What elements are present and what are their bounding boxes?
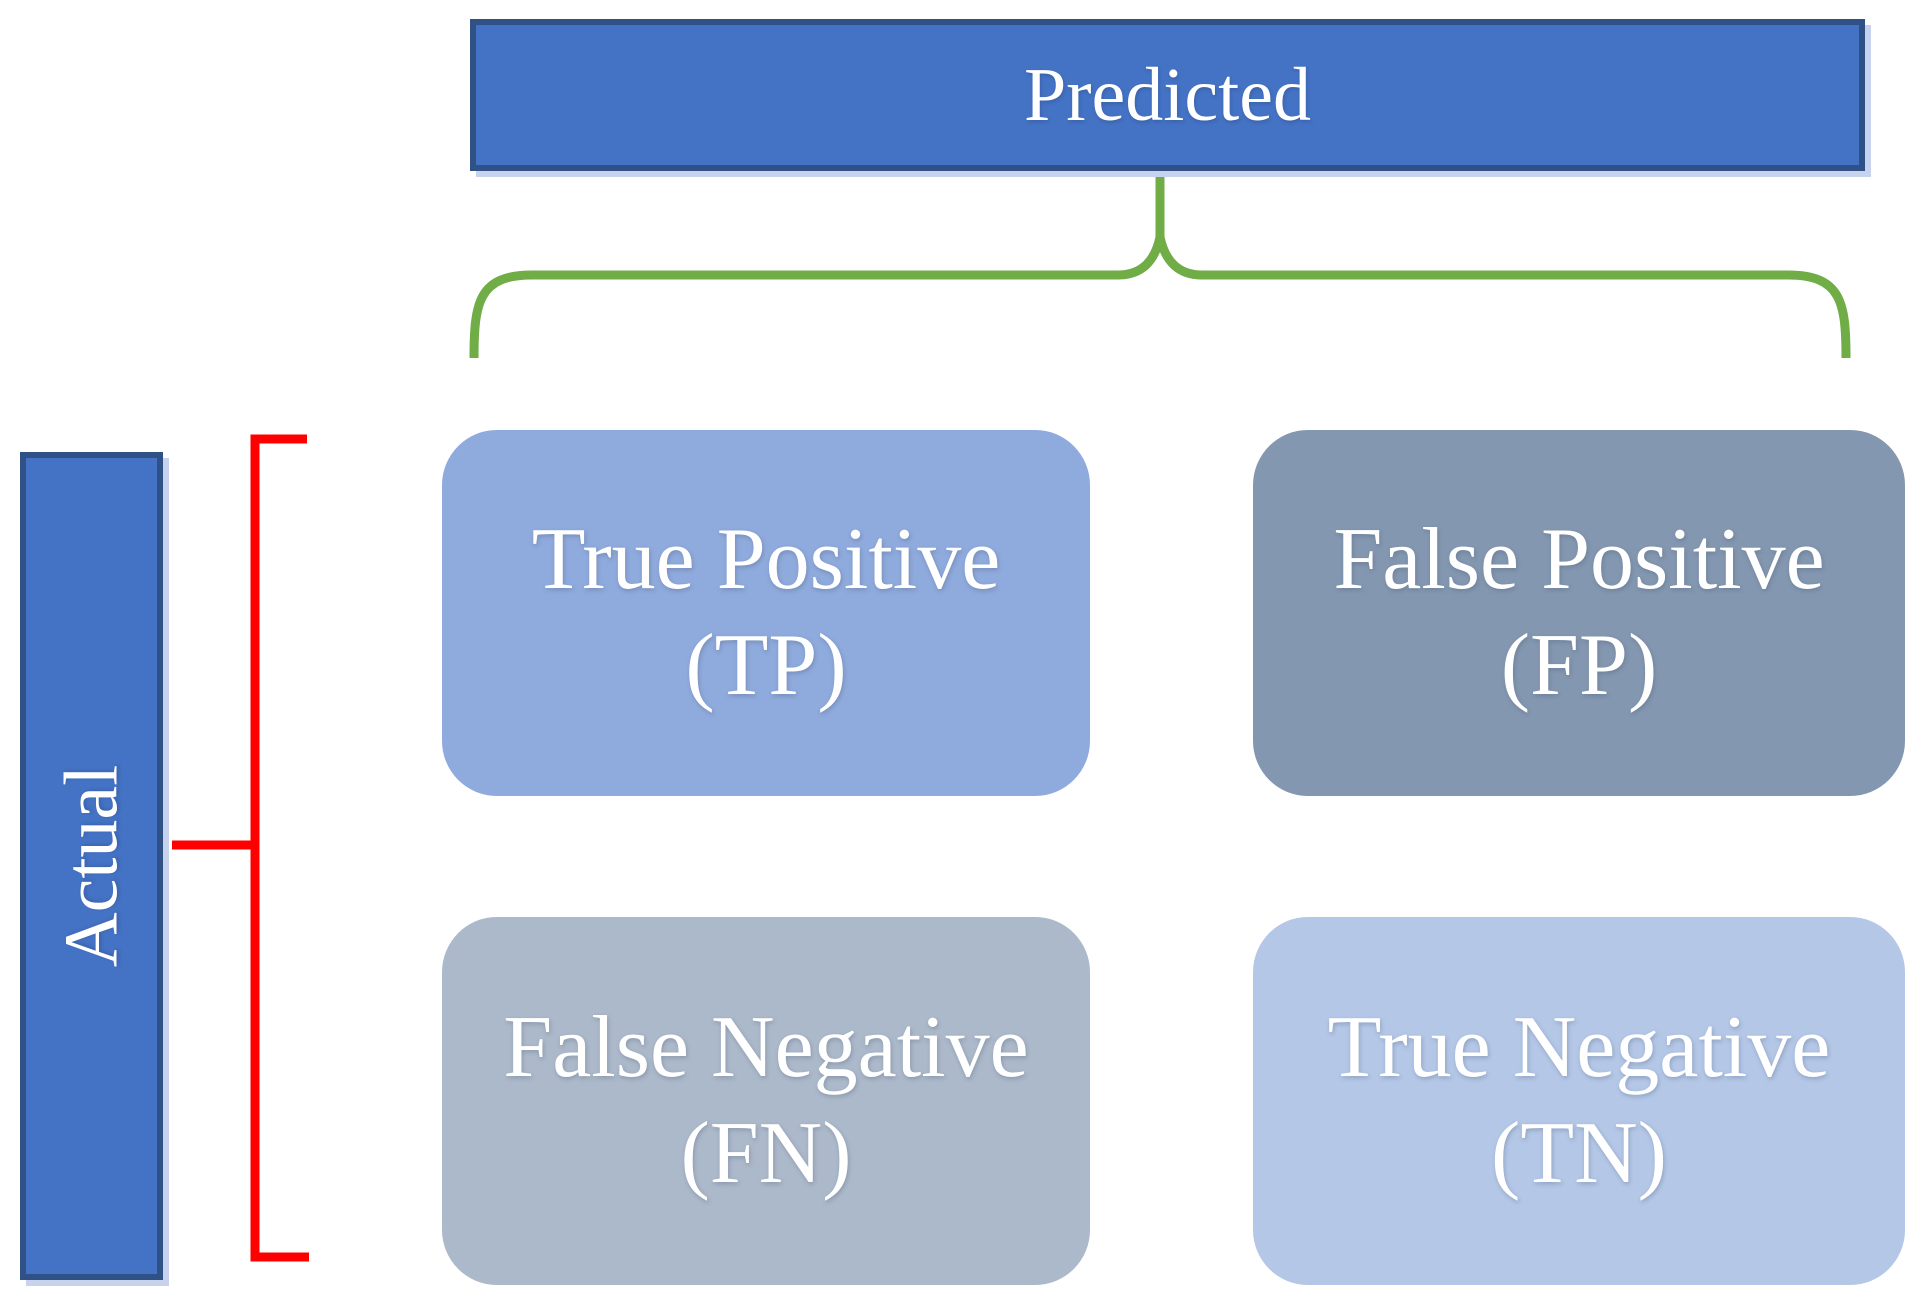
quadrant-title: True Negative — [1327, 998, 1831, 1096]
quadrant-title: False Positive — [1333, 510, 1825, 608]
predicted-brace-icon — [469, 232, 1851, 359]
quadrant-abbreviation: (TN) — [1491, 1105, 1667, 1202]
predicted-label: Predicted — [1023, 53, 1311, 137]
quadrant-abbreviation: (TP) — [685, 617, 847, 714]
actual-header-bar: Actual — [20, 452, 163, 1280]
predicted-header-bar: Predicted — [470, 19, 1865, 171]
quadrant-title: False Negative — [503, 998, 1029, 1096]
quadrant-false-negative: False Negative (FN) — [442, 917, 1090, 1285]
quadrant-abbreviation: (FN) — [680, 1105, 852, 1202]
actual-bracket-icon — [250, 434, 309, 1262]
quadrant-abbreviation: (FP) — [1500, 617, 1658, 714]
quadrant-title: True Positive — [531, 510, 1001, 608]
quadrant-false-positive: False Positive (FP) — [1253, 430, 1905, 796]
quadrant-true-positive: True Positive (TP) — [442, 430, 1090, 796]
quadrant-true-negative: True Negative (TN) — [1253, 917, 1905, 1285]
actual-label: Actual — [49, 764, 134, 968]
